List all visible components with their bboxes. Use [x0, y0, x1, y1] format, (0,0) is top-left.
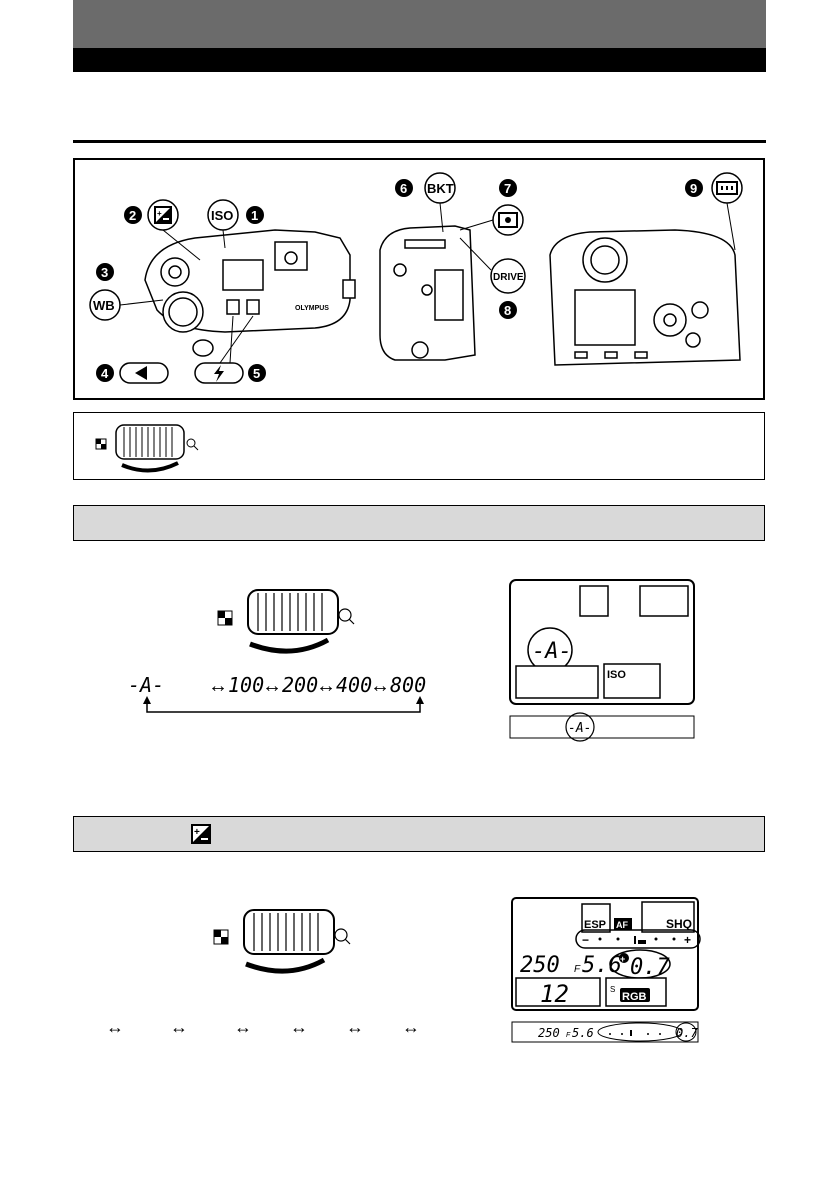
panel-shutter: 250 [520, 953, 560, 978]
callout-6-label: 6 [400, 181, 407, 196]
iso-seq-800: 800 [390, 673, 426, 697]
dial-illustration [95, 424, 199, 473]
camera-back-view [549, 229, 741, 366]
viewfinder-auto-value: -A- [568, 721, 591, 736]
svg-text:↔: ↔ [290, 1017, 308, 1037]
magnify-icon [338, 608, 352, 622]
checker-icon [217, 610, 233, 626]
callout-2-label: 2 [129, 208, 136, 223]
callout-7 [499, 179, 517, 197]
iso-seq-auto: -A- [128, 673, 164, 697]
viewfinder-shutter: 250 [538, 1026, 560, 1040]
scale-highlight [575, 929, 701, 949]
checker-icon [213, 929, 229, 945]
callout-5-label: 5 [253, 366, 260, 381]
exposure-lcd-panel: ESP AF SHQ − + 250 F 5.6 + 0.7 12 S RGB … [511, 897, 701, 1043]
svg-text:↔: ↔ [262, 675, 282, 697]
svg-text:↔: ↔ [346, 1017, 364, 1037]
callout-1 [246, 206, 264, 224]
callout-5 [248, 364, 266, 382]
scale-plus: + [684, 933, 691, 947]
camera-side-view [379, 225, 476, 361]
callout-3 [96, 263, 114, 281]
exposure-comp-icon: + [191, 824, 211, 844]
iso-seq-arrow: ↔ [208, 675, 228, 697]
panel-frames: 12 [540, 980, 569, 1008]
iso-seq-100: 100 [228, 673, 264, 697]
wb-label: WB [93, 298, 115, 313]
panel-esp: ESP [584, 919, 606, 931]
magnify-icon [334, 928, 348, 942]
magnify-icon [186, 438, 196, 448]
callout-4 [96, 364, 114, 382]
callout-8 [499, 301, 517, 319]
iso-label: ISO [211, 208, 233, 223]
svg-text:+: + [157, 209, 162, 218]
af-area-icon [716, 181, 738, 195]
viewfinder-aperture: 5.6 [572, 1026, 594, 1040]
svg-text:↔: ↔ [234, 1017, 252, 1037]
exposure-section-bar: + [73, 816, 765, 852]
viewfinder-comp: 0.7 [676, 1026, 698, 1040]
panel-comp-sign: + [620, 954, 625, 964]
callout-1-label: 1 [251, 208, 258, 223]
svg-text:↔: ↔ [370, 675, 390, 697]
dial-body [115, 424, 185, 460]
svg-text:↔: ↔ [402, 1017, 420, 1037]
svg-text:↔: ↔ [170, 1017, 188, 1037]
iso-seq-200: 200 [282, 673, 318, 697]
callout-4-label: 4 [101, 366, 109, 381]
camera-diagram: OLYMPUS 2 + ISO 1 3 WB 4 [89, 172, 743, 384]
dial-arrow [245, 957, 326, 974]
dial-arrow [249, 637, 330, 654]
panel-rgb: RGB [622, 991, 647, 1003]
dial-hint-box [73, 412, 765, 480]
dial-arrow [121, 461, 179, 473]
panel-auto-value: -A- [532, 639, 572, 664]
scale-minus: − [582, 933, 589, 947]
drive-label: DRIVE [493, 272, 524, 283]
flash-icon [214, 365, 224, 382]
checker-icon [95, 438, 107, 450]
loop-arrow [146, 700, 421, 713]
callout-3-label: 3 [101, 265, 108, 280]
callout-9 [685, 179, 703, 197]
exposure-comp-icon: + [154, 206, 172, 224]
panel-rgb-s: S [610, 985, 615, 994]
iso-dial-sequence: -A- ↔ 100 ↔ 200 ↔ 400 ↔ 800 [128, 589, 426, 713]
metering-icon [498, 212, 518, 228]
callout-2 [124, 206, 142, 224]
camera-top-view [144, 229, 356, 357]
header-black-band [73, 48, 766, 72]
panel-shq: SHQ [666, 917, 692, 931]
dial-body [247, 589, 339, 635]
drive-button-callout [490, 258, 526, 294]
panel-aperture: 5.6 [582, 953, 622, 978]
panel-comp: 0.7 [630, 955, 670, 980]
panel-af: AF [616, 920, 628, 930]
dial-body [243, 909, 335, 955]
iso-seq-400: 400 [336, 673, 372, 697]
callout-8-label: 8 [504, 303, 511, 318]
svg-text:↔: ↔ [106, 1017, 124, 1037]
panel-f: F [574, 964, 581, 975]
svg-text:↔: ↔ [316, 675, 336, 697]
panel-iso-label: ISO [607, 669, 626, 681]
header-gray-band [73, 0, 766, 48]
bkt-label: BKT [427, 181, 454, 196]
section-rule [73, 140, 766, 143]
iso-section-bar [73, 505, 765, 541]
svg-text:+: + [194, 827, 200, 838]
callout-6 [395, 179, 413, 197]
iso-lcd-panel: -A- ISO -A- [509, 579, 695, 742]
exposure-arrow-sequence: ↔ ↔ ↔ ↔ ↔ ↔ [106, 1017, 420, 1037]
viewfinder-f: F [566, 1032, 571, 1039]
callout-9-label: 9 [690, 181, 697, 196]
callout-7-label: 7 [504, 181, 511, 196]
brand-label: OLYMPUS [295, 305, 329, 312]
exposure-dial [213, 909, 351, 974]
camera-diagram-box: OLYMPUS 2 + ISO 1 3 WB 4 [73, 158, 765, 400]
focus-mode-icon [135, 366, 147, 380]
